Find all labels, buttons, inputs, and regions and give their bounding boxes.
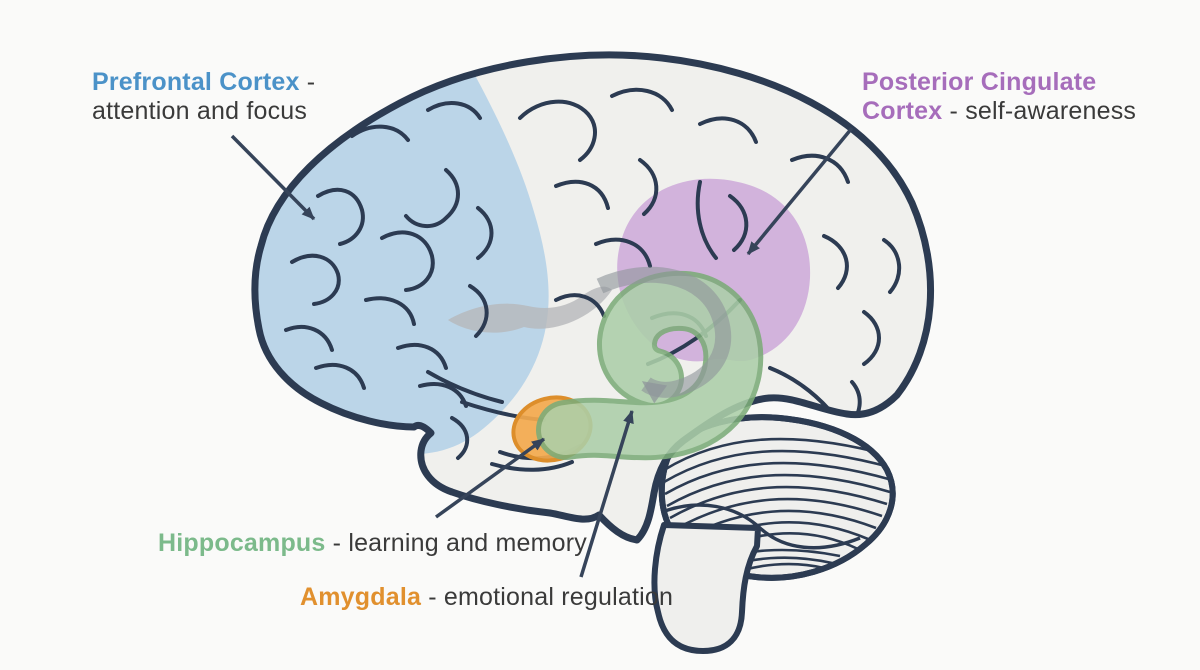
label-amygdala-term: Amygdala <box>300 583 422 611</box>
posterior-cingulate-pointer-arrow <box>746 126 854 256</box>
label-amygdala: Amygdala - emotional regulation <box>300 583 673 612</box>
label-pcc-line2: Cortex - self-awareness <box>862 97 1136 126</box>
label-hippocampus-description: - learning and memory <box>325 529 587 557</box>
label-prefrontal-line1: Prefrontal Cortex - <box>92 68 315 97</box>
prefrontal-pointer-arrow <box>230 134 316 221</box>
label-prefrontal-term: Prefrontal Cortex <box>92 68 300 96</box>
label-prefrontal-cortex: Prefrontal Cortex - attention and focus <box>92 68 315 126</box>
label-prefrontal-description: attention and focus <box>92 97 308 125</box>
brainstem <box>651 522 761 654</box>
label-pcc-term-line2: Cortex <box>862 97 943 125</box>
label-hippocampus: Hippocampus - learning and memory <box>158 529 587 558</box>
label-posterior-cingulate-cortex: Posterior Cingulate Cortex - self-awaren… <box>862 68 1136 126</box>
lateral-sulcus-gray-patch <box>448 286 612 333</box>
hippocampus-pointer-arrow <box>434 437 546 519</box>
label-pcc-description: - self-awareness <box>942 97 1137 125</box>
label-prefrontal-dash: - <box>299 68 316 96</box>
label-pcc-term-line1: Posterior Cingulate <box>862 68 1097 96</box>
memory-cycle-arrow <box>596 266 732 404</box>
amygdala-pointer-arrow <box>579 410 634 578</box>
label-amygdala-description: - emotional regulation <box>421 583 674 611</box>
label-hippocampus-term: Hippocampus <box>158 529 326 557</box>
